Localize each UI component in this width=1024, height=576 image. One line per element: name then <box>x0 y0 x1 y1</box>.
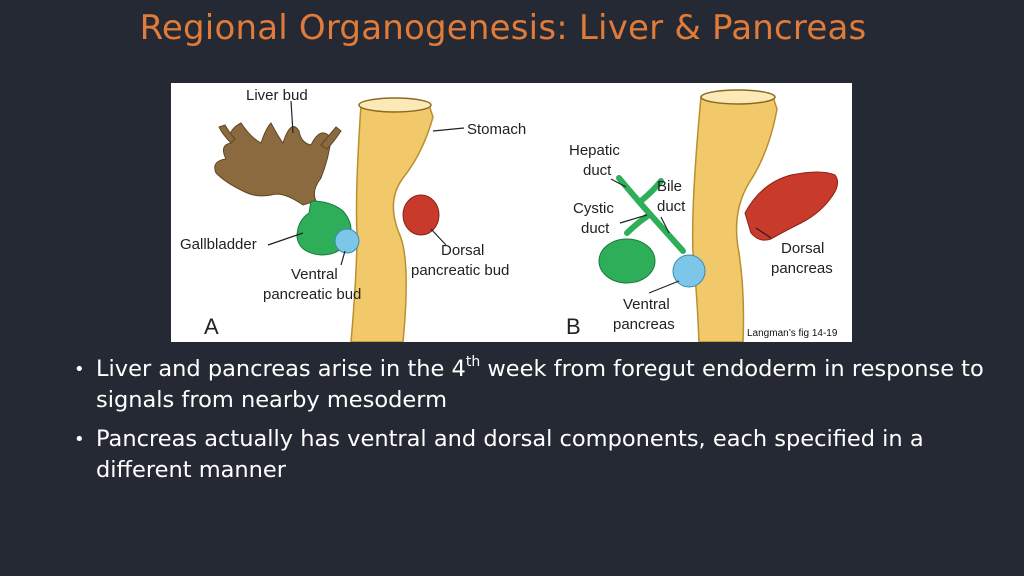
stomach-tube-b <box>691 93 778 342</box>
figure-credit: Langman’s fig 14-19 <box>747 328 838 339</box>
label-bile-duct-1: Bile <box>657 178 682 195</box>
label-bile-duct-2: duct <box>657 198 686 215</box>
panel-letter-b: B <box>566 314 581 339</box>
label-ventral-bud-1: Ventral <box>291 266 338 283</box>
label-ventral-pancreas-1: Ventral <box>623 296 670 313</box>
dorsal-pancreas-shape <box>744 171 839 241</box>
label-ventral-pancreas-2: pancreas <box>613 316 675 333</box>
label-ventral-bud-2: pancreatic bud <box>263 286 361 303</box>
bullet-dot: • <box>74 359 85 380</box>
label-liver-bud: Liver bud <box>246 87 308 104</box>
embryology-figure: Liver bud Stomach Gallbladder Dorsal pan… <box>171 83 852 342</box>
dorsal-pancreatic-bud <box>402 194 440 236</box>
ventral-pancreas-shape <box>672 254 706 288</box>
slide-title: Regional Organogenesis: Liver & Pancreas <box>139 8 867 48</box>
label-hepatic-duct-1: Hepatic <box>569 142 620 159</box>
label-stomach: Stomach <box>467 121 526 138</box>
panel-a: Liver bud Stomach Gallbladder Dorsal pan… <box>180 87 526 342</box>
label-dorsal-bud-1: Dorsal <box>441 242 484 259</box>
label-cystic-duct-2: duct <box>581 220 610 237</box>
bullet-dot: • <box>74 429 85 450</box>
stomach-opening-a <box>358 97 432 113</box>
stomach-opening-b <box>700 89 776 105</box>
bullet-1-superscript: th <box>465 353 481 370</box>
label-dorsal-pancreas-2: pancreas <box>771 260 833 277</box>
bullet-2-text: Pancreas actually has ventral and dorsal… <box>96 426 924 483</box>
duct-system <box>616 175 686 254</box>
panel-a-leaders <box>267 100 465 266</box>
bullet-1-text-b: week from foregut endoderm in response t… <box>96 356 984 413</box>
figure-illustration: Liver bud Stomach Gallbladder Dorsal pan… <box>180 87 839 342</box>
panel-letter-a: A <box>204 314 219 339</box>
label-dorsal-pancreas-1: Dorsal <box>781 240 824 257</box>
ventral-pancreatic-bud <box>334 228 360 254</box>
bullet-item-1: • Liver and pancreas arise in the 4th we… <box>74 354 994 416</box>
label-dorsal-bud-2: pancreatic bud <box>411 262 509 279</box>
label-gallbladder: Gallbladder <box>180 236 257 253</box>
stomach-tube-a <box>350 100 434 342</box>
panel-b-leaders <box>610 178 772 294</box>
label-cystic-duct-1: Cystic <box>573 200 614 217</box>
bullet-list: • Liver and pancreas arise in the 4th we… <box>74 354 994 494</box>
panel-b: Hepatic duct Bile duct Cystic duct Dorsa… <box>566 89 839 342</box>
liver-bud-shape <box>214 122 342 206</box>
gallbladder-shape-b <box>598 238 656 284</box>
bullet-1-text-a: Liver and pancreas arise in the 4 <box>96 356 466 382</box>
label-hepatic-duct-2: duct <box>583 162 612 179</box>
bullet-item-2: • Pancreas actually has ventral and dors… <box>74 424 994 486</box>
